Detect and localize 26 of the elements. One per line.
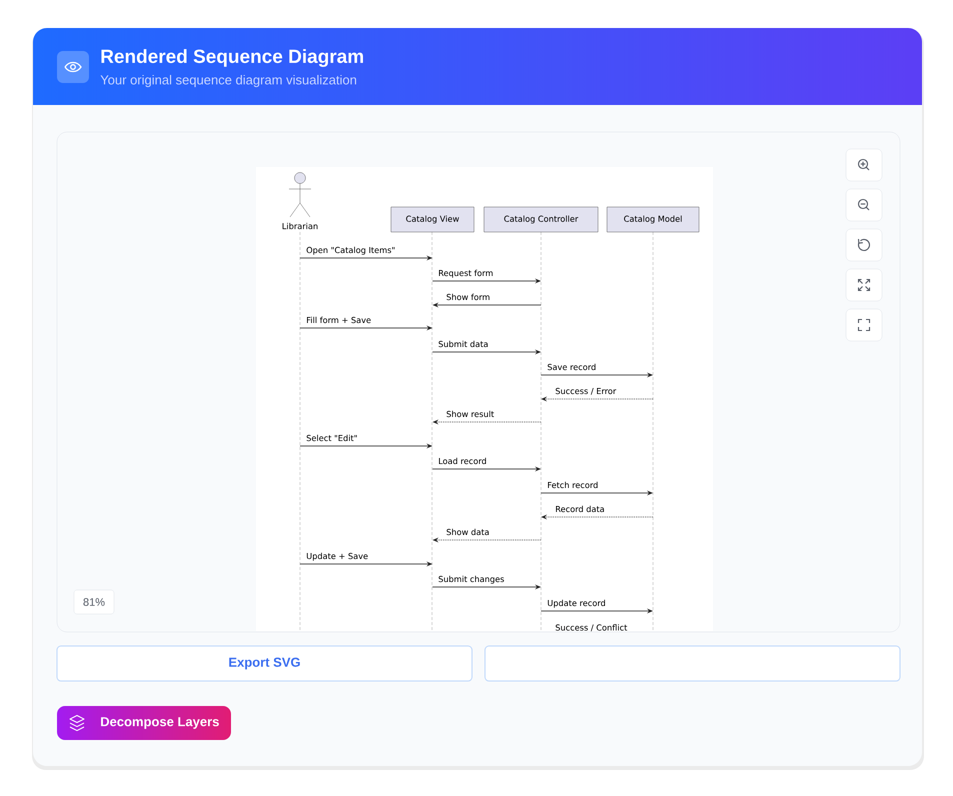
- edge-label: Show data: [446, 528, 489, 536]
- edge-label: Load record: [439, 458, 486, 464]
- message-label: Success / Conflict: [556, 624, 628, 632]
- subtitle: Your original sequence diagram visualization: [100, 74, 356, 88]
- edge-label: Show form: [446, 294, 490, 300]
- title: Rendered Sequence Diagram: [101, 49, 363, 67]
- edge-label: Record data: [556, 506, 604, 512]
- export-button: Export SVG: [56, 646, 472, 682]
- edge-label: Fetch record: [548, 482, 598, 488]
- zoom-level-badge: 81%: [74, 590, 114, 614]
- edge-label: Fill form + Save: [307, 316, 371, 324]
- edge-label: Update record: [548, 600, 605, 608]
- participant-box: Catalog Model: [606, 206, 700, 232]
- edge-label: Show result: [446, 410, 494, 418]
- edge-label: Success / Error: [556, 388, 616, 395]
- edge-label: Request form: [439, 270, 493, 278]
- edge-label: Submit changes: [438, 576, 504, 584]
- decompose-button: Decompose Layers: [70, 715, 219, 731]
- edge-label: Save record: [548, 364, 596, 370]
- participant-box: Catalog View: [390, 206, 474, 232]
- participant-box: Catalog Controller: [484, 206, 598, 232]
- edge-label: Select "Edit": [306, 434, 357, 442]
- edge-label: Submit data: [438, 340, 488, 348]
- edge-label: Update + Save: [306, 552, 368, 561]
- actor: Librarian: [282, 172, 318, 230]
- edge-label: Open "Catalog Items": [306, 246, 394, 255]
